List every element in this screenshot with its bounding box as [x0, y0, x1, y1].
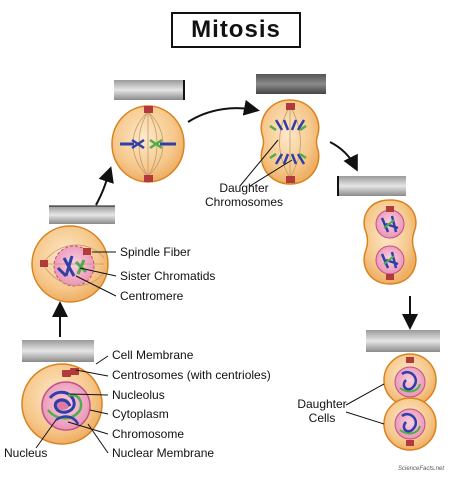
- watermark: ScienceFacts.net: [398, 466, 444, 472]
- arrow-anaphase-to-telophase: [329, 141, 358, 172]
- label-cytoplasm: Cytoplasm: [112, 407, 169, 421]
- label-sister-chromatids: Sister Chromatids: [120, 269, 215, 283]
- leader-lines: [35, 139, 385, 454]
- anaphase-cell: [260, 99, 320, 185]
- stage-label-box-metaphase: [114, 80, 185, 100]
- stage-label-box-prophase: [49, 205, 115, 224]
- title-box: Mitosis: [171, 12, 301, 48]
- stage-label-box-cytokinesis: [366, 330, 440, 352]
- label-daughter-cells-line1: Daughter: [297, 397, 346, 411]
- stage-label-box-telophase: [337, 176, 406, 196]
- label-daughter-cells-line2: Cells: [309, 411, 336, 425]
- daughter-cell-top: [383, 353, 437, 407]
- label-cell-membrane: Cell Membrane: [112, 348, 194, 362]
- telophase-cell: [363, 199, 417, 285]
- label-chromosome: Chromosome: [112, 427, 184, 441]
- label-daughter-chromosomes-line1: Daughter: [219, 181, 268, 195]
- stage-label-box-interphase: [22, 340, 94, 362]
- flow-arrows: [52, 99, 418, 337]
- label-centromere: Centromere: [120, 289, 184, 303]
- label-daughter-chromosomes-line2: Chromosomes: [205, 195, 283, 209]
- label-nucleolus: Nucleolus: [112, 388, 165, 402]
- arrow-prophase-to-metaphase: [95, 166, 114, 206]
- label-centrosomes: Centrosomes (with centrioles): [112, 368, 271, 382]
- prophase-cell: [31, 225, 109, 303]
- label-nucleus: Nucleus: [4, 446, 47, 460]
- label-nuclear-membrane: Nuclear Membrane: [112, 446, 214, 460]
- label-spindle-fiber: Spindle Fiber: [120, 245, 191, 259]
- metaphase-cell: [111, 105, 185, 183]
- interphase-cell: [21, 363, 103, 445]
- page-title: Mitosis: [191, 16, 281, 43]
- arrow-metaphase-to-anaphase: [187, 99, 260, 123]
- stage-label-box-anaphase: [256, 74, 326, 94]
- daughter-cell-bottom: [383, 397, 437, 451]
